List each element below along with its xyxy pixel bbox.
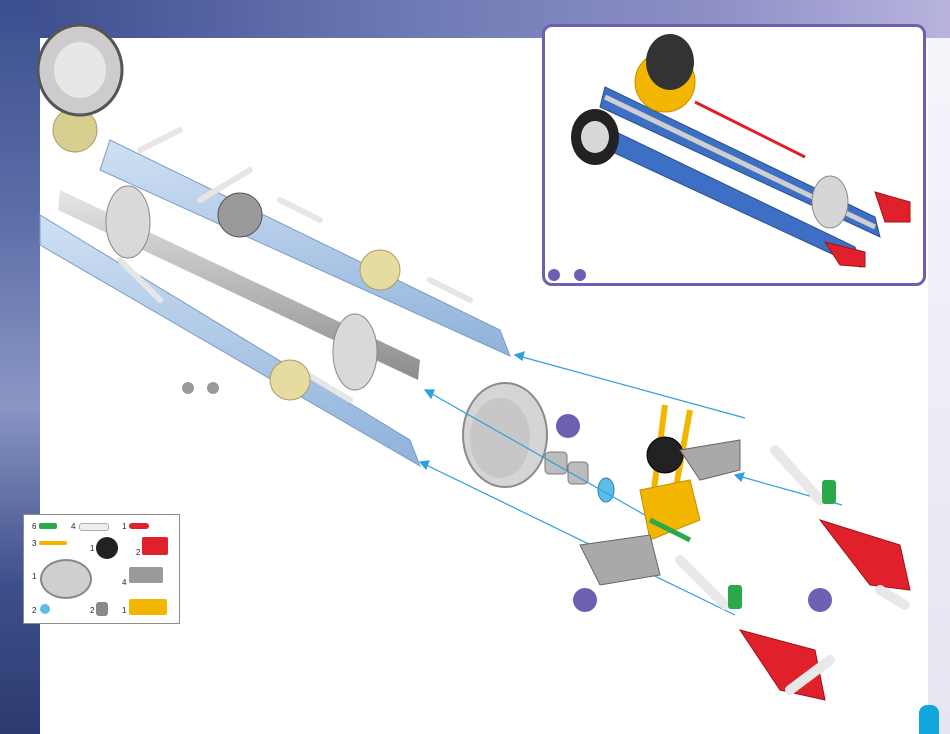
qty-blue-spacer: 2 — [32, 607, 36, 615]
qty-grey-spacer: 2 — [90, 607, 94, 615]
qty-grey-connector: 4 — [122, 579, 126, 587]
qty-black-gear: 1 — [90, 545, 94, 553]
overview-inset — [542, 24, 926, 286]
red-subassembly-upper — [775, 450, 910, 605]
overview-illustration — [545, 27, 923, 283]
yellow-connector-icon — [129, 599, 167, 615]
inset-dot-2 — [574, 269, 586, 281]
green-connector-icon — [39, 523, 57, 529]
pulley-wheel-left — [106, 186, 150, 258]
black-gear-icon — [96, 537, 118, 559]
blue-spacer-icon — [40, 604, 50, 614]
qty-wheel: 1 — [32, 573, 36, 581]
spacer-parts — [545, 452, 614, 502]
qty-white-rod: 4 — [71, 523, 75, 531]
red-subassembly-lower — [680, 560, 830, 700]
yellow-rod-icon — [39, 541, 67, 545]
overview-wheel-top — [646, 34, 694, 90]
step-marker-lower-right — [808, 588, 832, 612]
grey-spacer-icon — [96, 602, 108, 616]
step-dot-grey-1 — [182, 382, 194, 394]
large-wheel-top-left — [38, 25, 122, 115]
parts-list: 6 4 1 3 1 2 1 4 2 2 1 — [23, 514, 180, 624]
page-number-tab — [919, 705, 939, 734]
qty-yellow-rod: 3 — [32, 540, 36, 548]
grey-connector-icon — [129, 567, 163, 583]
pulley-wheel-right — [333, 314, 377, 390]
qty-yellow-connector: 1 — [122, 607, 126, 615]
red-connector-icon — [142, 537, 168, 555]
inset-dot-1 — [548, 269, 560, 281]
red-rod-icon — [129, 523, 149, 529]
qty-green-connector: 6 — [32, 523, 36, 531]
white-rod-icon — [79, 523, 109, 531]
step-dot-grey-2 — [207, 382, 219, 394]
qty-red-rod: 1 — [122, 523, 126, 531]
qty-red-connector: 2 — [136, 549, 140, 557]
step-marker-wheel — [556, 414, 580, 438]
step-marker-lower-left — [573, 588, 597, 612]
wheel-icon — [40, 559, 92, 599]
